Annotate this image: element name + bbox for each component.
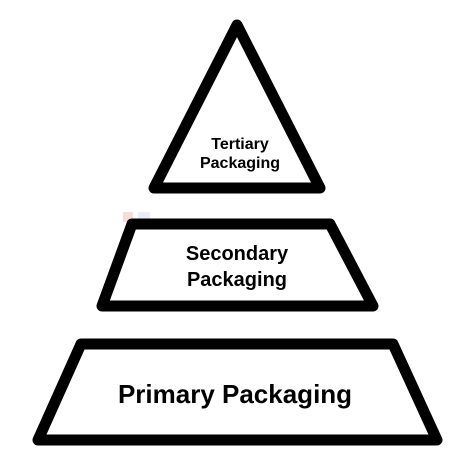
primary-label: Primary Packaging [118,379,352,409]
secondary-label-line-2: Packaging [187,269,287,291]
tertiary-label-line-1: Tertiary [211,136,269,153]
tier-tertiary: Tertiary Packaging [148,19,326,194]
watermark-accent-square [123,212,133,222]
secondary-label-line-1: Secondary [186,243,289,265]
tier-primary: Primary Packaging [32,338,443,446]
tier-secondary: Secondary Packaging [96,218,379,312]
secondary-trapezoid [96,218,379,312]
tertiary-label-line-2: Packaging [200,155,280,172]
primary-trapezoid [32,338,443,446]
tertiary-triangle [148,19,326,194]
